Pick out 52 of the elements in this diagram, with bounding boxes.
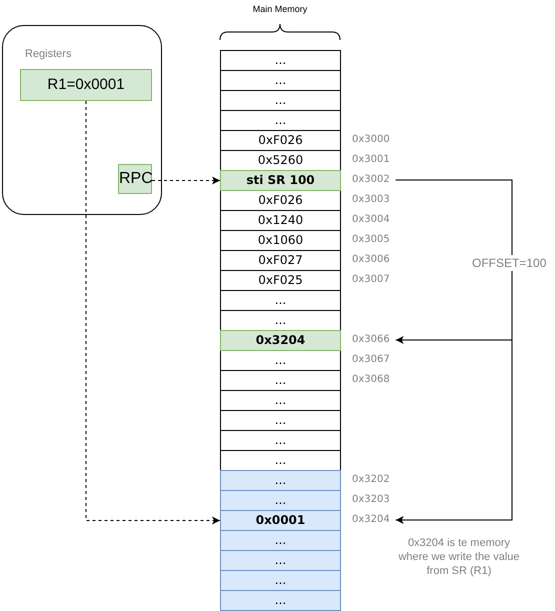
memory-cell: ... (220, 450, 341, 471)
memory-cell: ... (220, 90, 341, 111)
address-label: 0x3203 (352, 494, 390, 506)
arrow (395, 180, 512, 524)
address-label: 0x3202 (352, 474, 390, 486)
address-label: 0x3004 (352, 214, 390, 226)
memory-cell: ... (220, 530, 341, 551)
memory-cell: ... (220, 570, 341, 591)
memory-cell: ... (220, 370, 341, 391)
memory-cell: 0xF026 (220, 190, 341, 211)
memory-cell: ... (220, 310, 341, 331)
dashed-arrow (152, 176, 220, 184)
address-label: 0x3006 (352, 254, 390, 266)
registers-panel (2, 25, 162, 215)
address-label: 0x3067 (352, 354, 390, 366)
memory-cell: ... (220, 110, 341, 131)
register-box: R1=0x0001 (20, 69, 152, 101)
memory-cell: 0xF026 (220, 130, 341, 151)
memory-cell: 0xF027 (220, 250, 341, 271)
panel-heading: Registers (25, 48, 72, 60)
dashed-arrow (86, 100, 220, 524)
address-label: 0x3204 (352, 514, 390, 526)
memory-cell: 0xF025 (220, 270, 341, 291)
edge-label: OFFSET=100 (472, 255, 546, 271)
section-title: Main Memory (252, 4, 308, 14)
memory-cell: ... (220, 590, 341, 611)
memory-cell: 0x1060 (220, 230, 341, 251)
memory-cell: sti SR 100 (220, 170, 341, 191)
address-label: 0x3003 (352, 194, 390, 206)
memory-cell: ... (220, 490, 341, 511)
address-label: 0x3002 (352, 174, 390, 186)
address-label: 0x3007 (352, 274, 390, 286)
memory-cell: 0x1240 (220, 210, 341, 231)
address-label: 0x3066 (352, 334, 390, 346)
address-label: 0x3068 (352, 374, 390, 386)
memory-cell: ... (220, 550, 341, 571)
register-box: RPC (118, 164, 152, 194)
memory-cell: ... (220, 430, 341, 451)
memory-cell: ... (220, 470, 341, 491)
address-label: 0x3005 (352, 234, 390, 246)
memory-cell: 0x3204 (220, 330, 341, 351)
address-label: 0x3000 (352, 134, 390, 146)
memory-cell: 0x0001 (220, 510, 341, 531)
memory-cell: ... (220, 70, 341, 91)
address-label: 0x3001 (352, 154, 390, 166)
memory-cell: ... (220, 290, 341, 311)
memory-cell: ... (220, 50, 341, 71)
memory-cell: 0x5260 (220, 150, 341, 171)
note-text: 0x3204 is te memory where we write the value from SR (R1) (397, 536, 521, 578)
memory-cell: ... (220, 390, 341, 411)
memory-cell: ... (220, 350, 341, 371)
memory-cell: ... (220, 410, 341, 431)
